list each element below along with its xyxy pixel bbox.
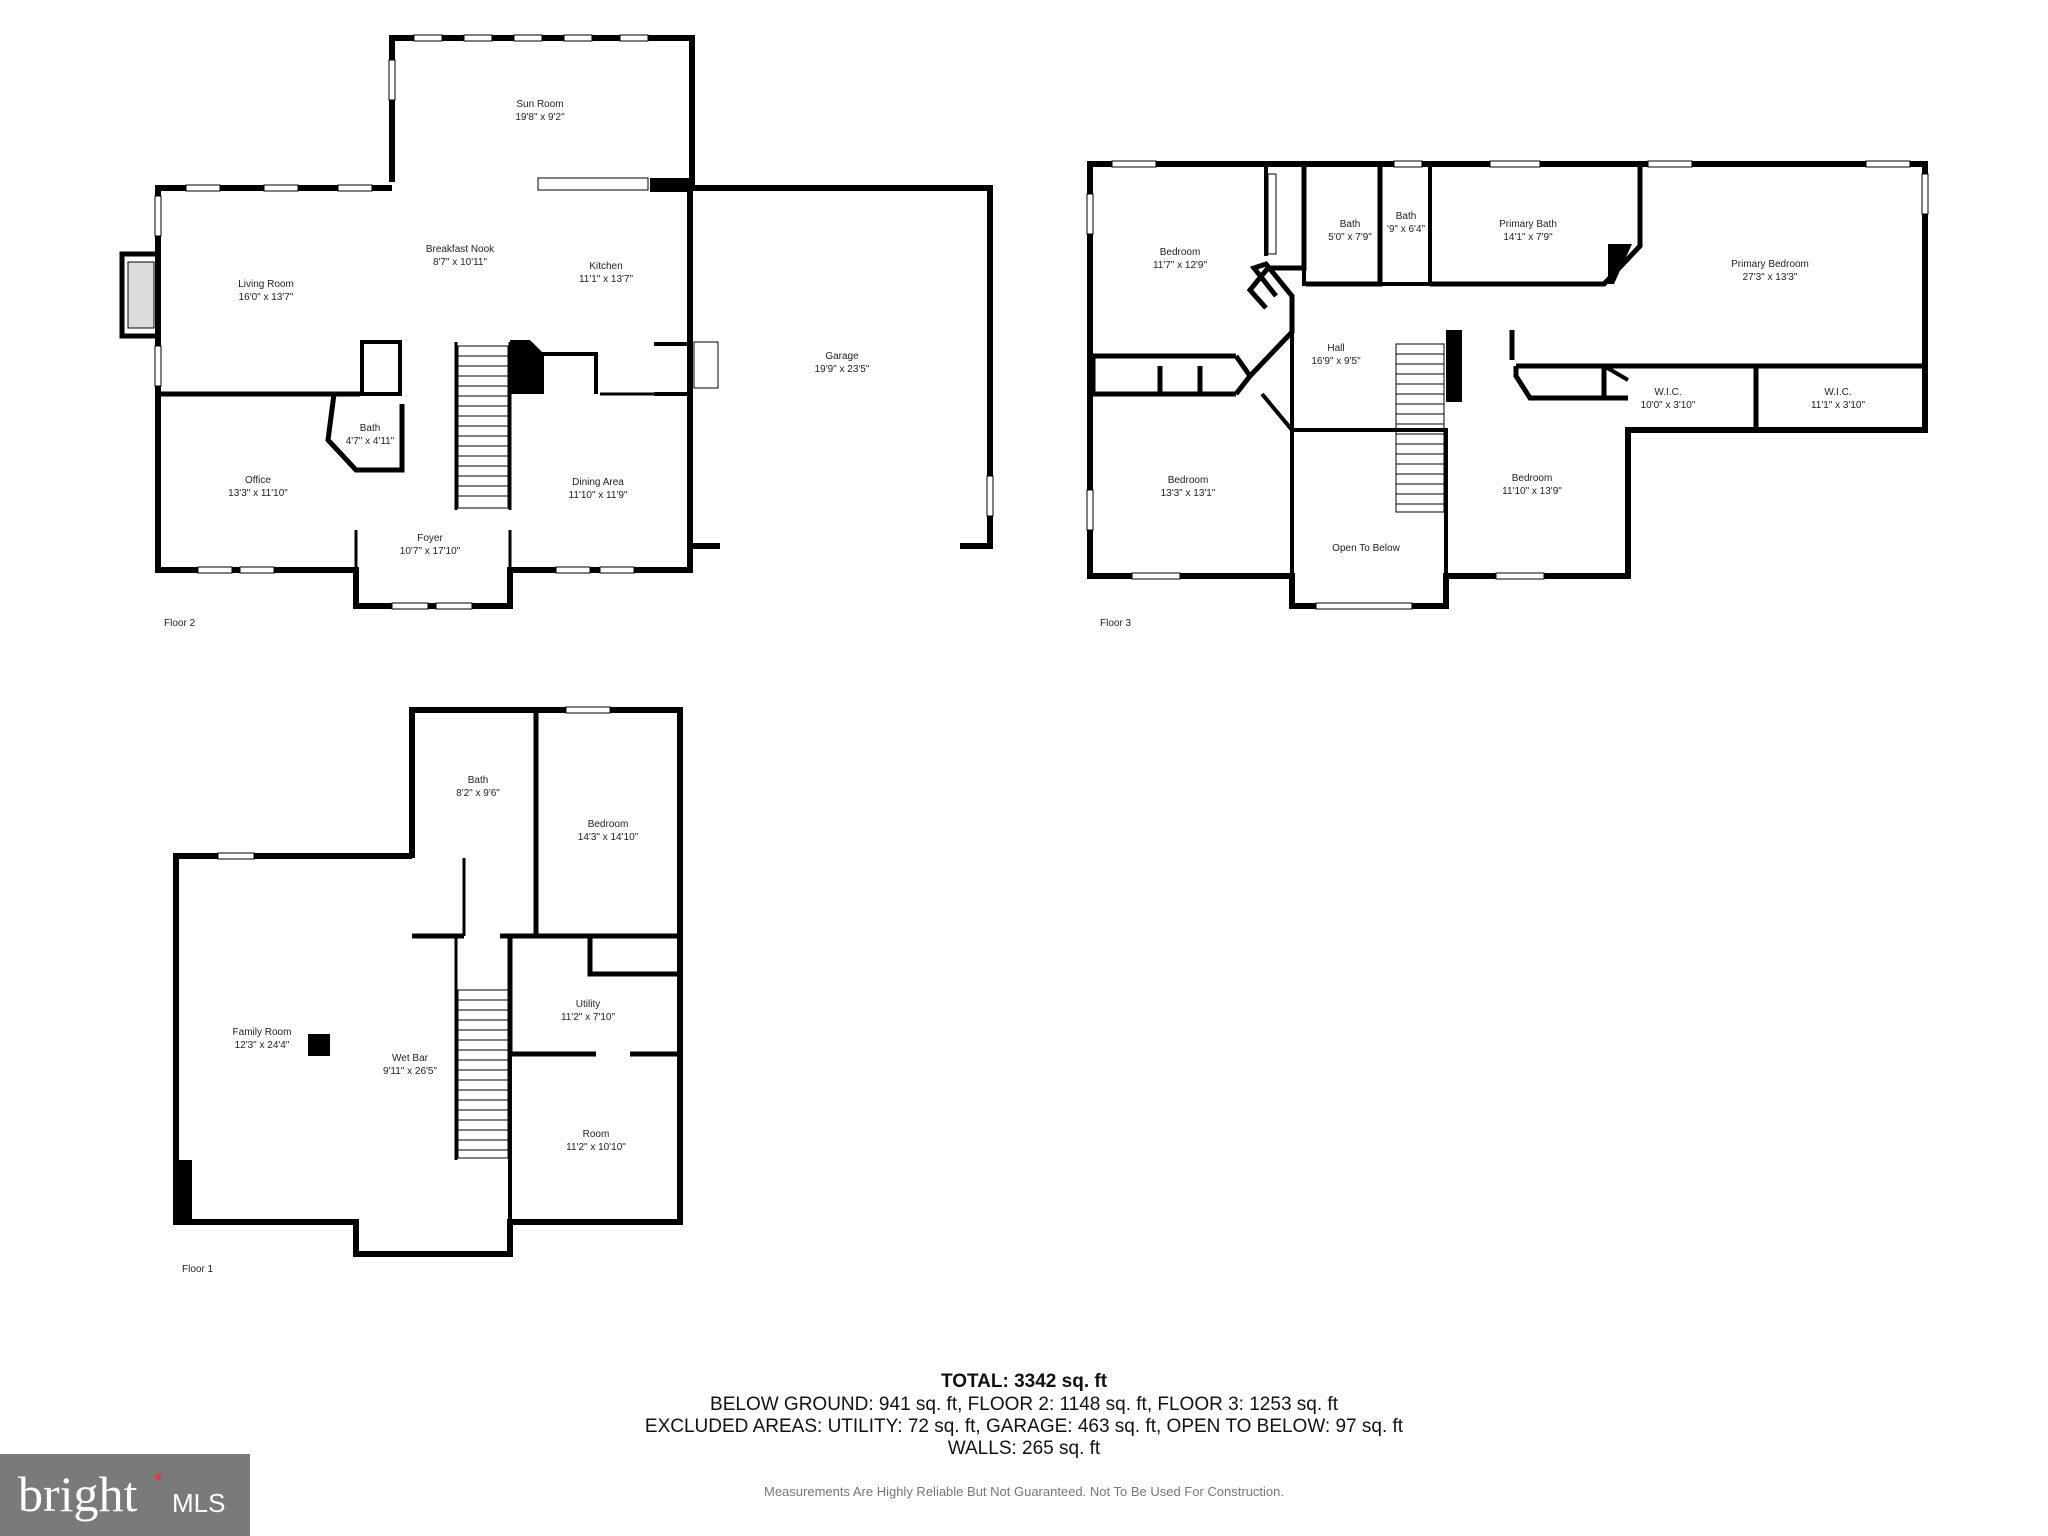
floor2-fireplace-hatch [127, 261, 155, 329]
floor2-label: Floor 2 [164, 618, 196, 629]
floor2-stairs [457, 345, 509, 509]
floor1-walls [173, 707, 683, 1257]
floor1-stairs [457, 989, 509, 1159]
room-label-wic-2: W.I.C.11'1" x 3'10" [1810, 387, 1866, 411]
floor3-label: Floor 3 [1100, 618, 1132, 629]
summary-total: TOTAL: 3342 sq. ft [940, 1371, 1108, 1392]
summary-excluded: EXCLUDED AREAS: UTILITY: 72 sq. ft, GARA… [644, 1416, 1404, 1437]
floor1-solid-blocks [176, 1034, 330, 1222]
logo-brand: bright [18, 1466, 138, 1522]
logo-suffix: MLS [172, 1488, 226, 1518]
room-label-bath-b: Bath'9" x 6'4" [1386, 211, 1426, 235]
disclaimer: Measurements Are Highly Reliable But Not… [763, 1484, 1284, 1499]
floor1-windows [217, 706, 611, 860]
floor2-windows [154, 34, 994, 610]
bright-mls-logo: bright ✦ MLS [0, 1454, 250, 1536]
logo-star-icon: ✦ [152, 1470, 166, 1487]
room-label-open-to-below: Open To Below [1332, 543, 1400, 554]
floor1-label: Floor 1 [182, 1264, 214, 1275]
floor3-solid-blocks [1446, 244, 1632, 402]
summary-walls: WALLS: 265 sq. ft [947, 1438, 1101, 1459]
room-label-wic-1: W.I.C.10'0" x 3'10" [1640, 387, 1696, 411]
area-summary: TOTAL: 3342 sq. ft BELOW GROUND: 941 sq.… [0, 1370, 2048, 1460]
floor3-windows [1086, 160, 1929, 610]
floor3-walls [1087, 161, 1928, 609]
summary-below-ground: BELOW GROUND: 941 sq. ft, FLOOR 2: 1148 … [710, 1394, 1338, 1415]
floor3-stairs [1395, 343, 1445, 513]
floor2-solid-blocks [510, 178, 692, 394]
